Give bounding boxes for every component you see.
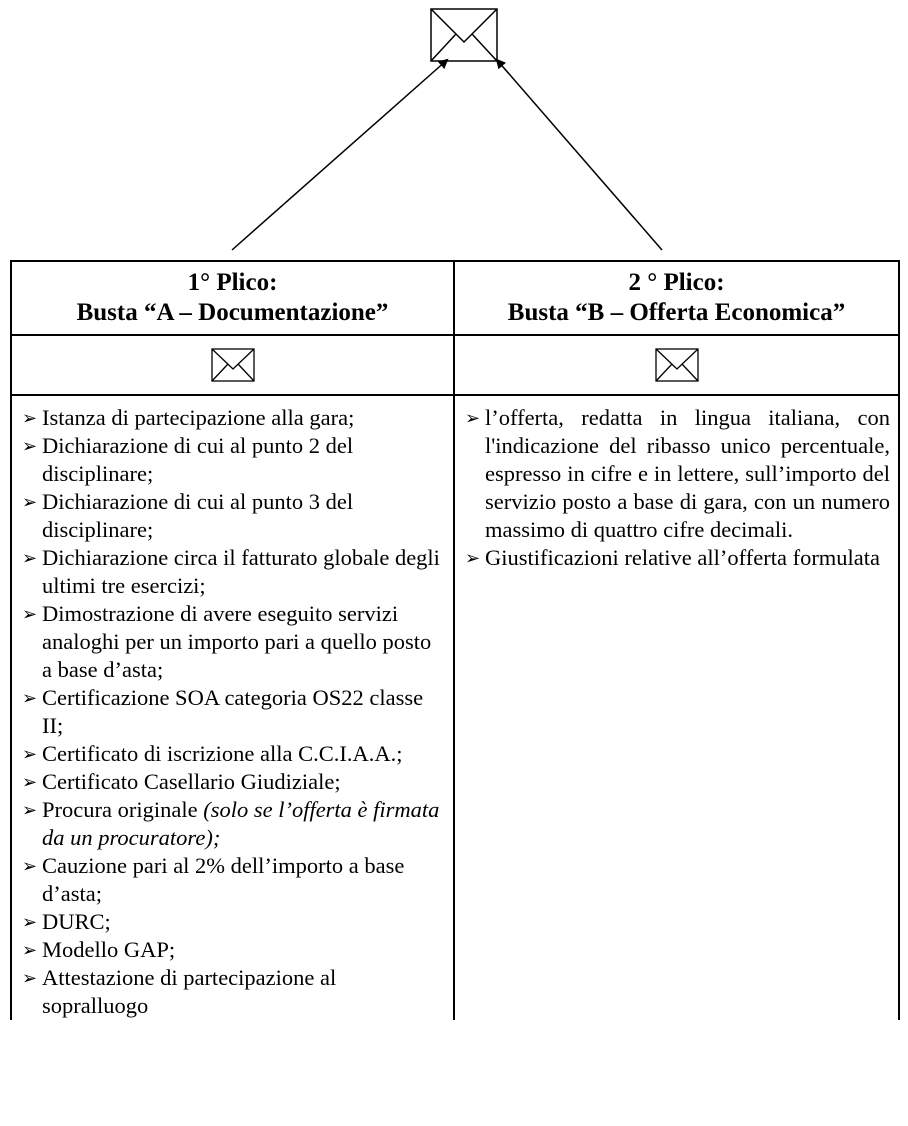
list-item: ➢DURC; <box>22 909 111 934</box>
arrow-bullet-icon: ➢ <box>22 856 38 876</box>
envelope-icon <box>654 348 699 382</box>
plico-1-number: 1° Plico: <box>187 269 278 296</box>
header-row: 1° Plico: Busta “A – Documentazione” 2 °… <box>10 260 900 336</box>
plico-2-header: 2 ° Plico: Busta “B – Offerta Economica” <box>453 260 900 336</box>
icon-row <box>10 334 900 396</box>
arrow-bullet-icon: ➢ <box>465 548 481 568</box>
items-row: ➢Istanza di partecipazione alla gara; ➢D… <box>10 394 900 1020</box>
list-item: ➢l’offerta, redatta in lingua italiana, … <box>465 405 890 542</box>
list-item: ➢Certificazione SOA categoria OS22 class… <box>22 685 424 738</box>
arrow-bullet-icon: ➢ <box>22 436 38 456</box>
arrow-bullet-icon: ➢ <box>22 408 38 428</box>
procura-note: (solo se l’offerta è firmata da un procu… <box>42 797 440 850</box>
arrow-bullet-icon: ➢ <box>22 912 38 932</box>
arrow-bullet-icon: ➢ <box>22 604 38 624</box>
list-item: ➢Dichiarazione di cui al punto 2 del dis… <box>22 433 354 486</box>
top-envelope-icon <box>430 8 498 62</box>
arrow-bullet-icon: ➢ <box>22 492 38 512</box>
list-item: ➢Procura originale (solo se l’offerta è … <box>22 797 440 850</box>
plico-2-items-cell: ➢l’offerta, redatta in lingua italiana, … <box>453 394 900 1020</box>
plico-1-header: 1° Plico: Busta “A – Documentazione” <box>10 260 455 336</box>
list-item: ➢Certificato Casellario Giudiziale; <box>22 769 341 794</box>
arrow-bullet-icon: ➢ <box>22 772 38 792</box>
list-item: ➢Modello GAP; <box>22 937 176 962</box>
arrow-bullet-icon: ➢ <box>22 548 38 568</box>
arrow-right <box>495 58 663 251</box>
arrow-bullet-icon: ➢ <box>22 968 38 988</box>
list-item: ➢Dichiarazione circa il fatturato global… <box>22 545 440 598</box>
plico-1-list: ➢Istanza di partecipazione alla gara; ➢D… <box>12 404 453 1020</box>
plico-2-title: Busta “B – Offerta Economica” <box>507 299 846 326</box>
plico-1-items-cell: ➢Istanza di partecipazione alla gara; ➢D… <box>10 394 455 1020</box>
list-item: ➢Dichiarazione di cui al punto 3 del dis… <box>22 489 354 542</box>
list-item: ➢Istanza di partecipazione alla gara; <box>22 405 355 430</box>
list-item: ➢Cauzione pari al 2% dell’importo a base… <box>22 853 405 906</box>
envelope-icon <box>210 348 255 382</box>
arrow-bullet-icon: ➢ <box>22 800 38 820</box>
arrow-bullet-icon: ➢ <box>22 744 38 764</box>
plico-1-icon-cell <box>10 334 455 396</box>
arrow-bullet-icon: ➢ <box>465 408 481 428</box>
plico-2-icon-cell <box>453 334 900 396</box>
plichi-table: 1° Plico: Busta “A – Documentazione” 2 °… <box>10 260 900 1020</box>
arrows-diagram <box>231 58 663 251</box>
plico-2-list: ➢l’offerta, redatta in lingua italiana, … <box>455 404 898 572</box>
list-item: ➢Attestazione di partecipazione al sopra… <box>22 965 337 1018</box>
arrow-left <box>231 58 449 251</box>
plico-1-title: Busta “A – Documentazione” <box>76 299 389 326</box>
list-item: ➢Dimostrazione di avere eseguito servizi… <box>22 601 432 682</box>
plico-2-number: 2 ° Plico: <box>628 269 725 296</box>
list-item: ➢Giustificazioni relative all’offerta fo… <box>465 545 881 570</box>
list-item: ➢Certificato di iscrizione alla C.C.I.A.… <box>22 741 403 766</box>
arrow-bullet-icon: ➢ <box>22 940 38 960</box>
arrow-bullet-icon: ➢ <box>22 688 38 708</box>
